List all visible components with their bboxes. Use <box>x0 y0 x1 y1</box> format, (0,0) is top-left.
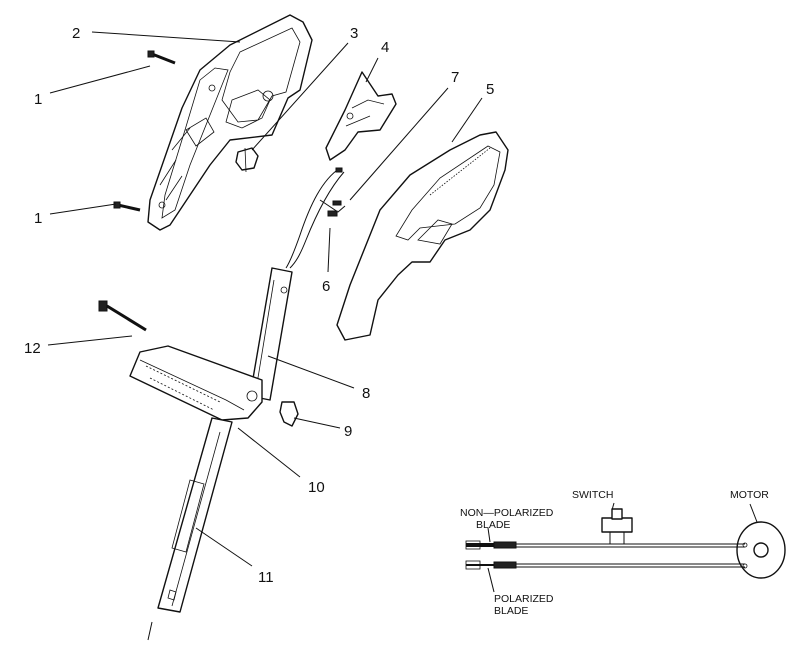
callout-numbers: 1 1 2 3 4 5 6 7 8 9 10 11 12 <box>24 25 494 586</box>
polarized-label-line2: BLADE <box>494 605 528 617</box>
lower-shaft <box>147 417 233 641</box>
leader-lines <box>47 31 483 567</box>
trigger-part <box>325 71 397 161</box>
callout-12: 12 <box>24 340 41 357</box>
callout-1-upper: 1 <box>34 91 42 108</box>
handle-bolt <box>98 300 147 332</box>
non-polarized-label-line1: NON—POLARIZED <box>460 507 554 519</box>
callout-9: 9 <box>344 423 352 440</box>
upper-shaft <box>249 267 293 401</box>
callout-1-lower: 1 <box>34 210 42 227</box>
screw-upper <box>147 50 176 65</box>
callout-6: 6 <box>322 278 330 295</box>
callout-10: 10 <box>308 479 325 496</box>
switch-part <box>235 147 259 173</box>
non-polarized-label-line2: BLADE <box>476 519 510 531</box>
callout-4: 4 <box>381 39 389 56</box>
handle-nut <box>279 401 299 427</box>
handle-housing-right <box>336 131 509 341</box>
polarized-label-line1: POLARIZED <box>494 593 554 605</box>
callout-2: 2 <box>72 25 80 42</box>
callout-8: 8 <box>362 385 370 402</box>
callout-7: 7 <box>451 69 459 86</box>
wiring-schematic: SWITCH MOTOR NON—POLARIZED BLADE POLARIZ… <box>460 489 786 617</box>
auxiliary-handle <box>129 345 263 421</box>
callout-5: 5 <box>486 81 494 98</box>
switch-label: SWITCH <box>572 489 613 501</box>
screw-lower <box>113 201 141 212</box>
wire-leads <box>285 167 346 269</box>
callout-11: 11 <box>258 569 274 586</box>
switch-symbol <box>601 517 633 533</box>
handle-housing-left <box>147 14 313 231</box>
callout-3: 3 <box>350 25 358 42</box>
motor-label: MOTOR <box>730 489 769 501</box>
